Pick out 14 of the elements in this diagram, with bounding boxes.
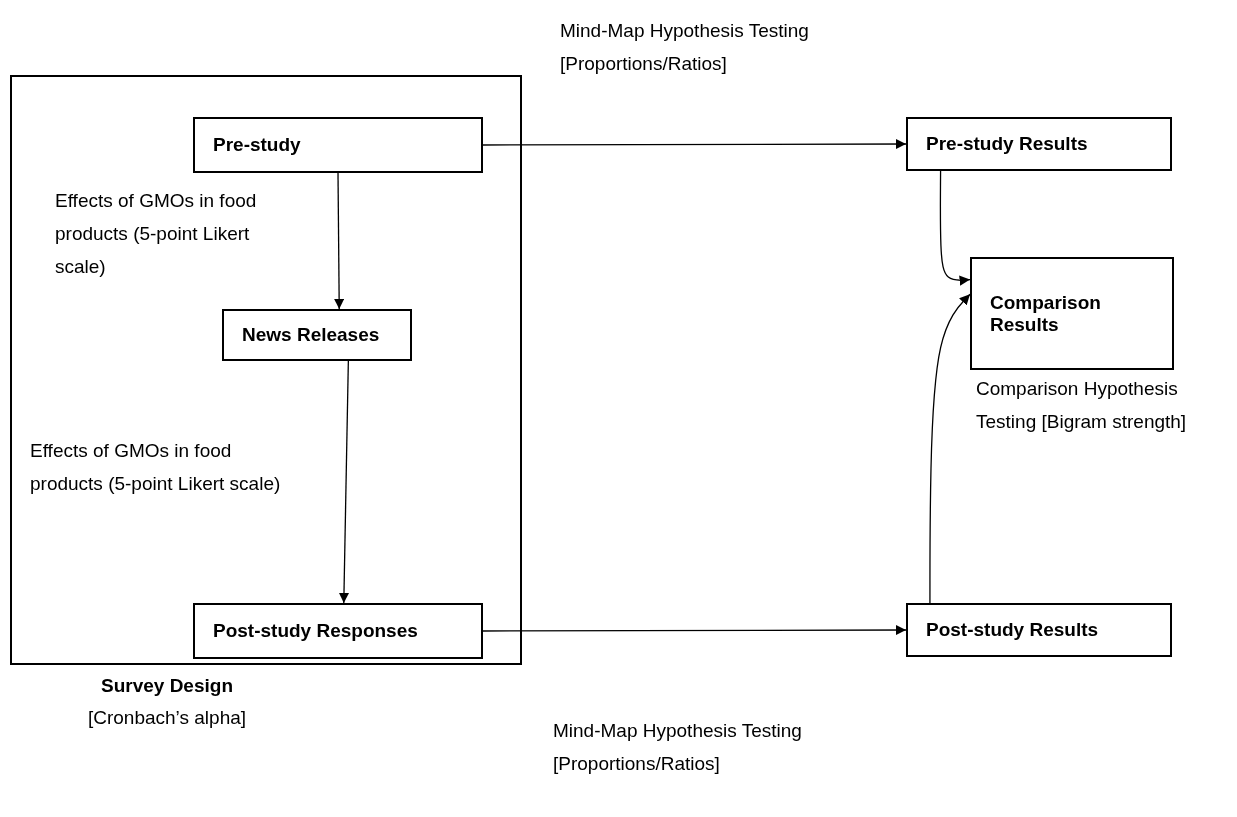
arrow xyxy=(338,360,350,604)
process-box: Post-study Results xyxy=(906,603,1172,657)
arrow xyxy=(939,170,971,286)
process-box: Pre-study Results xyxy=(906,117,1172,171)
arrow xyxy=(333,172,345,310)
process-box: Pre-study xyxy=(193,117,483,173)
process-box: News Releases xyxy=(222,309,412,361)
group-subtitle: [Cronbach’s alpha] xyxy=(86,707,248,729)
arrow xyxy=(482,138,907,150)
group-title: Survey Design xyxy=(100,675,234,697)
process-box: Post-study Responses xyxy=(193,603,483,659)
arrow xyxy=(482,624,907,636)
process-box: Comparison Results xyxy=(970,257,1174,370)
arrow xyxy=(929,293,971,604)
